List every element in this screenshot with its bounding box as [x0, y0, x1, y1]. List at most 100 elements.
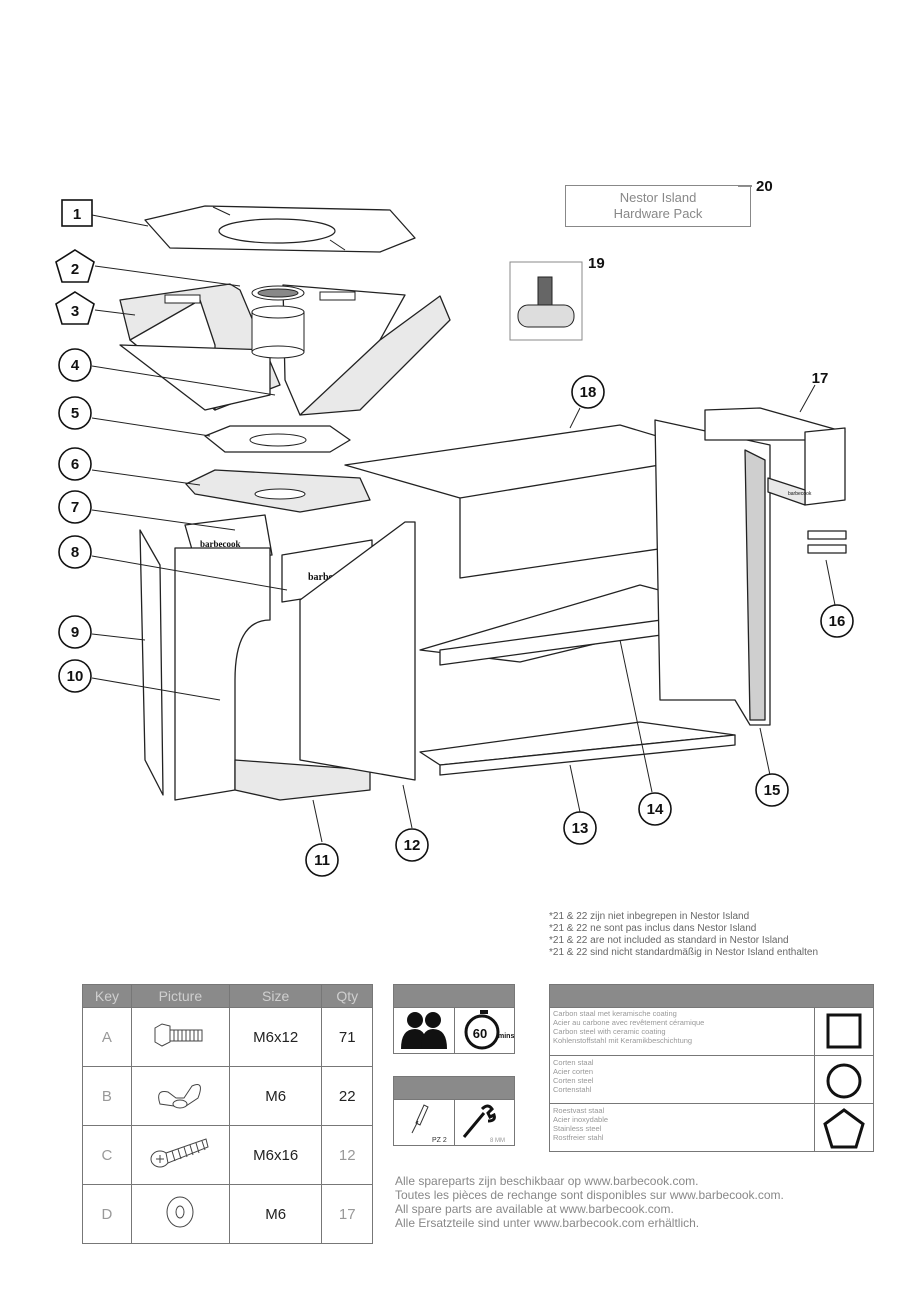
header-picture: Picture: [130, 984, 230, 1008]
callout-18: 18: [571, 375, 605, 409]
part-9-side-rail: [139, 529, 164, 796]
material-line: Rostfreier stahl: [553, 1133, 604, 1142]
screwdriver-size: PZ 2: [432, 1137, 447, 1144]
hardware-table-header: Key Picture Size Qty: [82, 984, 373, 1008]
part-10-side-panel: [174, 547, 371, 801]
svg-text:20: 20: [756, 178, 773, 195]
row-qty: 12: [321, 1125, 373, 1185]
svg-text:16: 16: [829, 613, 846, 630]
leader-lines: [91, 185, 836, 843]
wing-nut-icon: [158, 1084, 202, 1109]
row-picture: [130, 1007, 230, 1067]
hex-bolt-icon: [154, 1023, 203, 1047]
svg-text:14: 14: [647, 801, 664, 818]
svg-text:15: 15: [764, 782, 781, 799]
pentagon-icon-cell: [814, 1104, 873, 1152]
brand-mark-7: barbecook: [200, 539, 241, 549]
materials-legend: Carbon staal met keramische coating Acie…: [549, 984, 874, 1152]
screwdriver-icon: PZ 2: [411, 1104, 447, 1144]
note-nl: *21 & 22 zijn niet inbegrepen in Nestor …: [549, 911, 750, 922]
part-16-clips: [807, 530, 847, 554]
callout-6: 6: [58, 447, 92, 481]
part-17-drawer: barbecook: [704, 407, 846, 506]
brand-mark-17: barbecook: [788, 491, 812, 497]
callout-17: 17: [812, 370, 829, 387]
material-line: Roestvast staal: [553, 1106, 605, 1115]
row-picture: [130, 1066, 230, 1126]
phillips-screw-icon: [150, 1138, 209, 1168]
circle-icon: [826, 1063, 862, 1099]
spares-fr: Toutes les pièces de rechange sont dispo…: [395, 1188, 784, 1202]
svg-text:6: 6: [71, 456, 79, 473]
material-row-corten: Corten staal Acier corten Corten steel C…: [550, 1055, 873, 1104]
svg-text:11: 11: [314, 852, 330, 869]
material-line: Cortenstahl: [553, 1085, 592, 1094]
material-row-stainless: Roestvast staal Acier inoxydable Stainle…: [550, 1103, 873, 1152]
callout-14: 14: [638, 792, 672, 826]
row-key: A: [82, 1007, 132, 1067]
svg-text:5: 5: [71, 405, 79, 422]
part-19-leveling-foot: [509, 261, 583, 341]
hardware-pack-line-2: Hardware Pack: [613, 206, 703, 221]
table-row: C M6x16 12: [82, 1125, 373, 1185]
callout-2: 2: [55, 249, 95, 283]
tools-header: [394, 1077, 514, 1100]
material-line: Corten staal: [553, 1058, 594, 1067]
material-line: Acier corten: [553, 1067, 594, 1076]
people-cell: [394, 1007, 455, 1053]
svg-text:4: 4: [71, 357, 80, 374]
note-en: *21 & 22 are not included as standard in…: [549, 935, 789, 946]
material-row-carbon: Carbon staal met keramische coating Acie…: [550, 1007, 873, 1055]
time-cell: 60 mins: [454, 1007, 514, 1053]
row-key: B: [82, 1066, 132, 1126]
stopwatch-icon: 60 mins: [464, 1010, 514, 1050]
exclusion-notes: *21 & 22 zijn niet inbegrepen in Nestor …: [549, 911, 818, 959]
wrench-cell: 8 MM: [454, 1099, 514, 1145]
header-size: Size: [228, 984, 323, 1008]
assembly-info-header: [394, 985, 514, 1008]
time-value: 60: [473, 1026, 487, 1041]
svg-text:12: 12: [404, 837, 421, 854]
callout-12: 12: [395, 828, 429, 862]
callout-4: 4: [58, 348, 92, 382]
row-qty: 17: [321, 1184, 373, 1244]
part-2-4-firebowl: [119, 283, 451, 416]
circle-icon-cell: [814, 1056, 873, 1104]
svg-text:13: 13: [572, 820, 589, 837]
part-5-collar-plate: [204, 425, 351, 453]
callout-8: 8: [58, 535, 92, 569]
material-line: Corten steel: [553, 1076, 594, 1085]
table-row: D M6 17: [82, 1184, 373, 1244]
callout-3: 3: [55, 291, 95, 325]
row-key: D: [82, 1184, 132, 1244]
svg-text:9: 9: [71, 624, 79, 641]
callout-20: 20: [756, 178, 773, 195]
part-18-worktop: [344, 424, 721, 579]
note-fr: *21 & 22 ne sont pas inclus dans Nestor …: [549, 923, 757, 934]
row-size: M6x16: [228, 1125, 323, 1185]
callout-15: 15: [755, 773, 789, 807]
square-icon: [826, 1013, 862, 1049]
svg-text:3: 3: [71, 303, 79, 320]
part-1-top-plate: [144, 205, 416, 253]
spares-en: All spare parts are available at www.bar…: [395, 1202, 674, 1216]
tools-box: PZ 2 8 MM: [393, 1076, 515, 1146]
callout-5: 5: [58, 396, 92, 430]
material-line: Carbon staal met keramische coating: [553, 1009, 677, 1018]
part-15-back-frame: [654, 419, 771, 726]
row-key: C: [82, 1125, 132, 1185]
part-12-front-panel: [299, 521, 416, 781]
two-people-icon: [401, 1012, 447, 1049]
hardware-table: Key Picture Size Qty A M6x12 71 B: [82, 984, 373, 1244]
svg-text:17: 17: [812, 370, 829, 387]
part-13-bottom-panel: [419, 721, 736, 776]
table-row: A M6x12 71: [82, 1007, 373, 1067]
svg-text:2: 2: [71, 261, 79, 278]
svg-text:10: 10: [67, 668, 84, 685]
spares-nl: Alle spareparts zijn beschikbaar op www.…: [395, 1174, 699, 1188]
callout-13: 13: [563, 811, 597, 845]
header-qty: Qty: [321, 984, 373, 1008]
material-line: Stainless steel: [553, 1124, 602, 1133]
row-picture: [130, 1184, 230, 1244]
spares-de: Alle Ersatzteile sind unter www.barbecoo…: [395, 1216, 700, 1230]
